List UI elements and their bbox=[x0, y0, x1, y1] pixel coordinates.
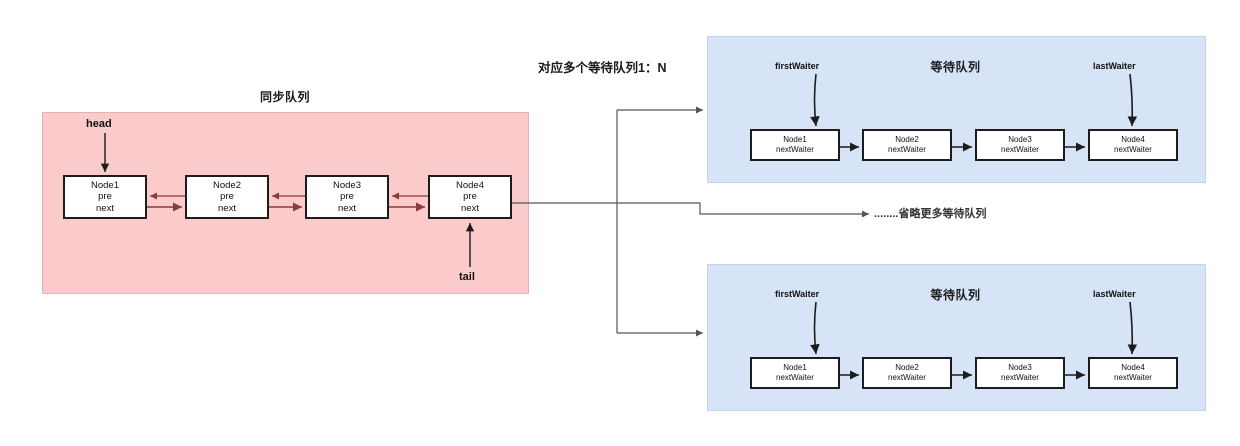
sync-node-4-pre: pre bbox=[463, 191, 477, 203]
sync-queue-title: 同步队列 bbox=[259, 90, 310, 104]
wait1-node-3-name: Node3 bbox=[1008, 135, 1032, 144]
sync-node-3-pre: pre bbox=[340, 191, 354, 203]
wait1-node-1-name: Node1 bbox=[783, 135, 807, 144]
first-waiter-label-2: firstWaiter bbox=[775, 289, 820, 299]
wait2-node-2: Node2 nextWaiter bbox=[862, 357, 952, 389]
sync-node-1: Node1 pre next bbox=[63, 175, 147, 219]
sync-node-3-name: Node3 bbox=[333, 179, 361, 191]
wait2-node-4: Node4 nextWaiter bbox=[1088, 357, 1178, 389]
wait2-node-2-name: Node2 bbox=[895, 363, 919, 372]
sync-node-3: Node3 pre next bbox=[305, 175, 389, 219]
wait1-node-4-name: Node4 bbox=[1121, 135, 1145, 144]
wait2-node-3: Node3 nextWaiter bbox=[975, 357, 1065, 389]
wait-queue-title-2: 等待队列 bbox=[930, 288, 981, 302]
sync-node-4: Node4 pre next bbox=[428, 175, 512, 219]
sync-node-4-next: next bbox=[461, 202, 479, 214]
wait2-node-2-nextwaiter: nextWaiter bbox=[888, 373, 926, 382]
wait2-node-1: Node1 nextWaiter bbox=[750, 357, 840, 389]
sync-node-1-next: next bbox=[96, 202, 114, 214]
wait2-node-4-name: Node4 bbox=[1121, 363, 1145, 372]
sync-node-2-name: Node2 bbox=[213, 179, 241, 191]
sync-node-4-name: Node4 bbox=[456, 179, 484, 191]
first-waiter-label-1: firstWaiter bbox=[775, 61, 820, 71]
sync-node-2-pre: pre bbox=[220, 191, 234, 203]
wait1-node-2-nextwaiter: nextWaiter bbox=[888, 145, 926, 154]
head-pointer-label: head bbox=[86, 118, 112, 130]
wait1-node-4: Node4 nextWaiter bbox=[1088, 129, 1178, 161]
wait2-node-1-nextwaiter: nextWaiter bbox=[776, 373, 814, 382]
sync-node-3-next: next bbox=[338, 202, 356, 214]
wait1-node-4-nextwaiter: nextWaiter bbox=[1114, 145, 1152, 154]
wait1-node-3: Node3 nextWaiter bbox=[975, 129, 1065, 161]
omitted-queues-note: ........省略更多等待队列 bbox=[874, 208, 987, 220]
wait1-node-2-name: Node2 bbox=[895, 135, 919, 144]
last-waiter-label-2: lastWaiter bbox=[1093, 289, 1136, 299]
wait2-node-3-nextwaiter: nextWaiter bbox=[1001, 373, 1039, 382]
wait-queue-title-1: 等待队列 bbox=[930, 60, 981, 74]
sync-node-2-next: next bbox=[218, 202, 236, 214]
wait1-node-2: Node2 nextWaiter bbox=[862, 129, 952, 161]
wait2-node-1-name: Node1 bbox=[783, 363, 807, 372]
tail-pointer-label: tail bbox=[459, 271, 475, 283]
wait1-node-3-nextwaiter: nextWaiter bbox=[1001, 145, 1039, 154]
sync-node-1-pre: pre bbox=[98, 191, 112, 203]
sync-node-1-name: Node1 bbox=[91, 179, 119, 191]
branch-to-omitted-note bbox=[617, 202, 869, 218]
last-waiter-label-1: lastWaiter bbox=[1093, 61, 1136, 71]
sync-node-2: Node2 pre next bbox=[185, 175, 269, 219]
wait1-node-1-nextwaiter: nextWaiter bbox=[776, 145, 814, 154]
wait2-node-3-name: Node3 bbox=[1008, 363, 1032, 372]
wait2-node-4-nextwaiter: nextWaiter bbox=[1114, 373, 1152, 382]
relation-note: 对应多个等待队列1：N bbox=[538, 61, 667, 75]
wait1-node-1: Node1 nextWaiter bbox=[750, 129, 840, 161]
